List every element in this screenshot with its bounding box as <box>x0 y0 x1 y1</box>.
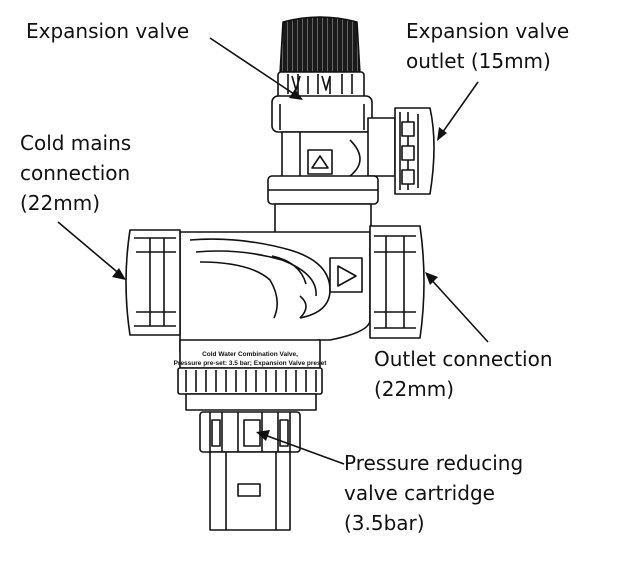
lower-ring <box>177 367 323 395</box>
leader-expansion-valve <box>209 37 301 99</box>
label-outlet-connection: Outlet connection (22mm) <box>374 347 553 401</box>
arrowhead-expansion-outlet <box>437 127 447 141</box>
expansion-valve-collar <box>277 71 365 99</box>
label-expansion-valve-outlet: Expansion valve outlet (15mm) <box>406 19 570 73</box>
expansion-outlet-arm <box>367 117 396 177</box>
arrowhead-cold-mains <box>112 268 126 280</box>
leader-expansion-outlet <box>439 81 479 137</box>
body-plate-line2: Pressure pre-set: 3.5 bar; Expansion Val… <box>174 360 328 367</box>
outlet-nut <box>369 225 425 339</box>
leader-cartridge <box>261 433 345 465</box>
label-pressure-reducing-cartridge: Pressure reducing valve cartridge (3.5ba… <box>344 451 524 535</box>
label-cold-mains-connection: Cold mains connection (22mm) <box>20 131 132 215</box>
cold-mains-nut <box>125 229 181 336</box>
leader-outlet-connection <box>427 275 489 343</box>
leader-cold-mains <box>57 221 123 277</box>
label-expansion-valve: Expansion valve <box>26 19 190 43</box>
body-plate-line1: Cold Water Combination Valve, <box>202 351 298 358</box>
expansion-valve-body <box>271 95 373 133</box>
label-band <box>179 339 321 369</box>
arrowhead-outlet-connection <box>425 272 438 285</box>
expansion-valve-knob <box>279 16 361 75</box>
arrowhead-expansion-valve <box>289 89 303 100</box>
arrowhead-cartridge <box>256 430 270 441</box>
